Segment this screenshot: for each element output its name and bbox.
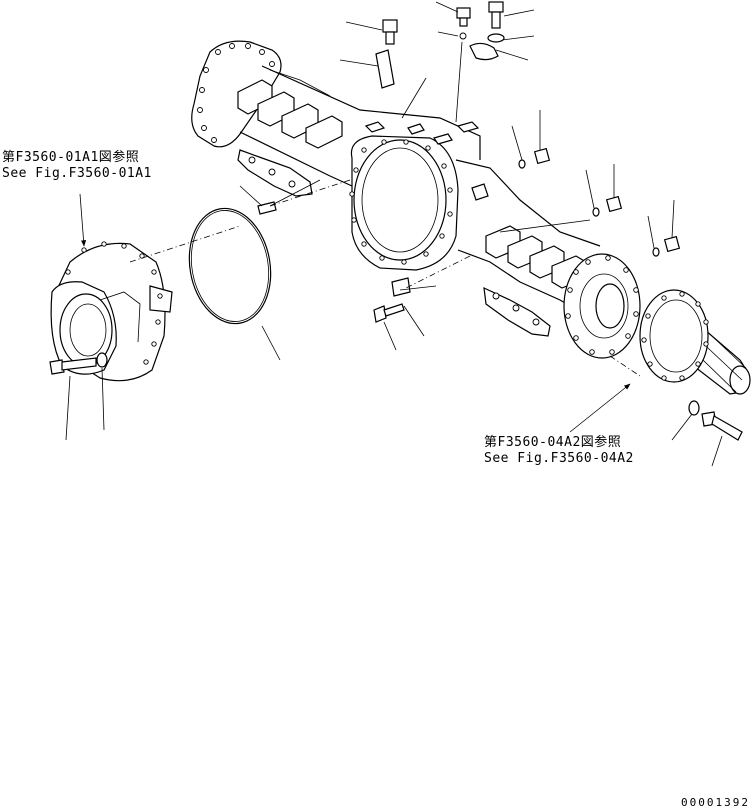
- left-carrier-housing: [50, 241, 173, 382]
- left-flange-holes: [197, 43, 275, 143]
- dowel-pin: [257, 201, 277, 215]
- right-reference-jp: 第F3560-04A2図参照: [484, 435, 622, 450]
- left-reference-arrow: [79, 193, 87, 247]
- right-hub-shaft: [639, 289, 751, 395]
- center-bowl-holes: [349, 139, 453, 265]
- carrier-holes: [65, 241, 163, 365]
- drawing-code: 00001392: [681, 796, 750, 809]
- axle-housing: [191, 40, 641, 359]
- left-reference-en: See Fig.F3560-01A1: [2, 166, 152, 181]
- o-ring: [188, 207, 272, 325]
- hub-holes: [641, 291, 709, 381]
- fasteners: [49, 1, 743, 441]
- right-flange-holes: [565, 255, 639, 355]
- right-figure-reference: 第F3560-04A2図参照 See Fig.F3560-04A2: [484, 435, 634, 467]
- right-reference-arrow: [569, 383, 631, 433]
- left-figure-reference: 第F3560-01A1図参照 See Fig.F3560-01A1: [2, 150, 152, 182]
- right-reference-en: See Fig.F3560-04A2: [484, 451, 634, 466]
- left-ribs: [237, 69, 343, 149]
- left-reference-jp: 第F3560-01A1図参照: [2, 150, 140, 165]
- leader-lines: [65, 1, 723, 467]
